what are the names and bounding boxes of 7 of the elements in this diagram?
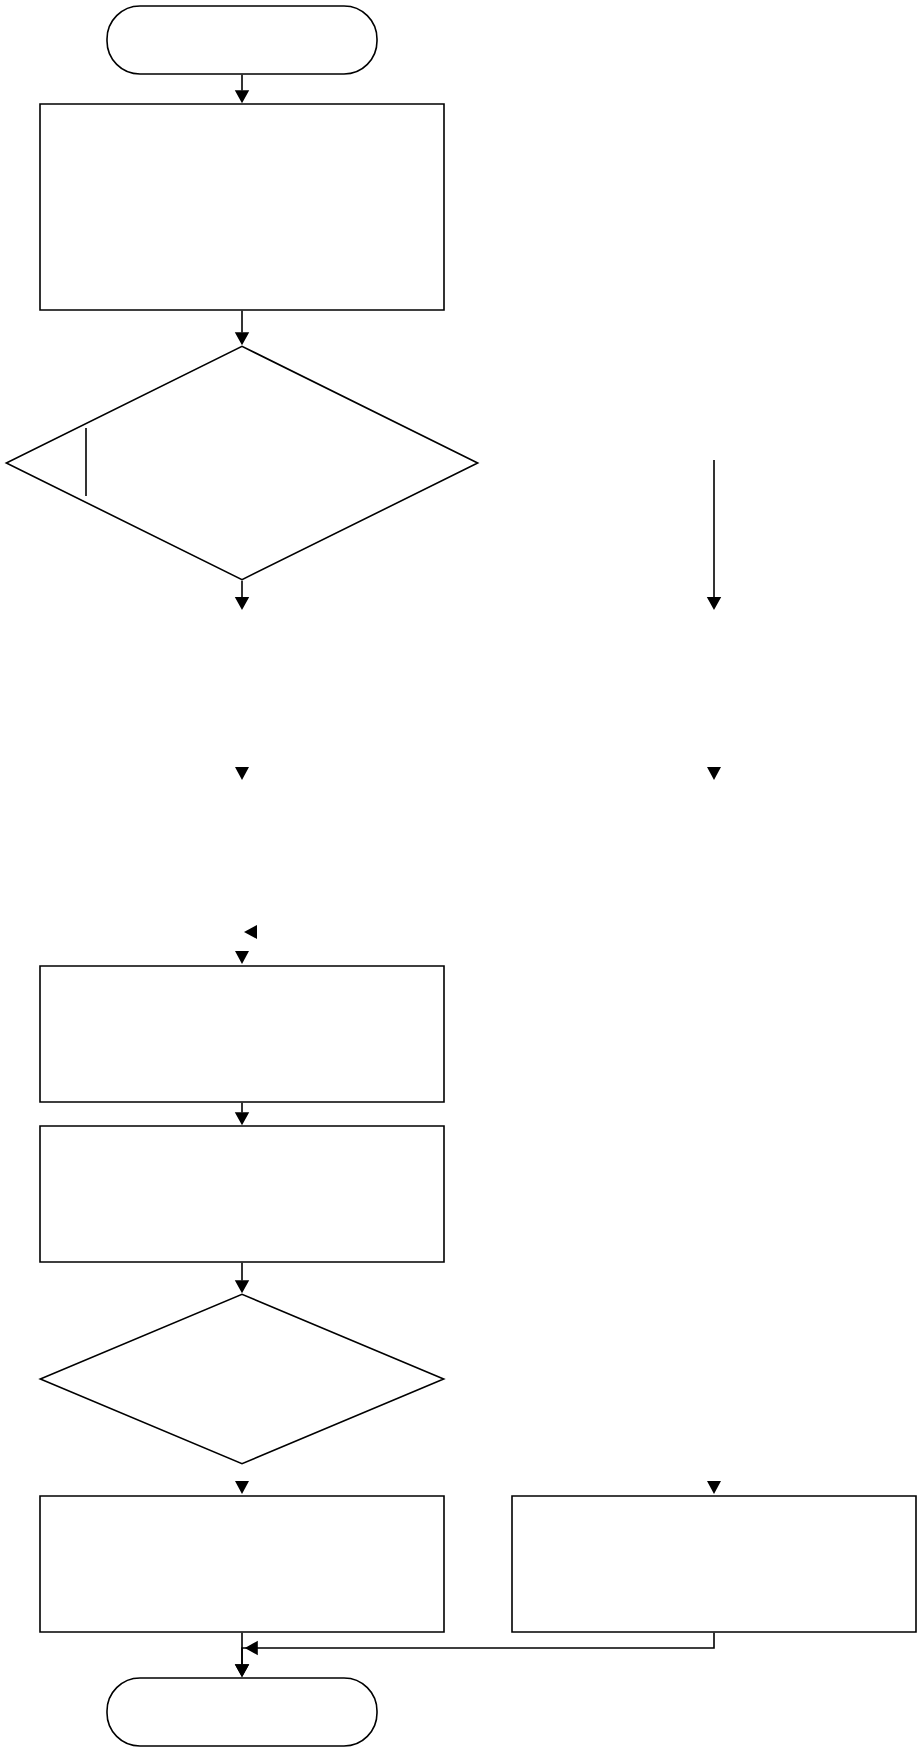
process-box [39,1125,445,1263]
process-box [39,1495,445,1633]
terminal-shape [106,5,378,75]
process-box [39,965,445,1103]
process-box [39,103,445,311]
process-box [511,1495,917,1633]
terminal-shape [106,1677,378,1747]
